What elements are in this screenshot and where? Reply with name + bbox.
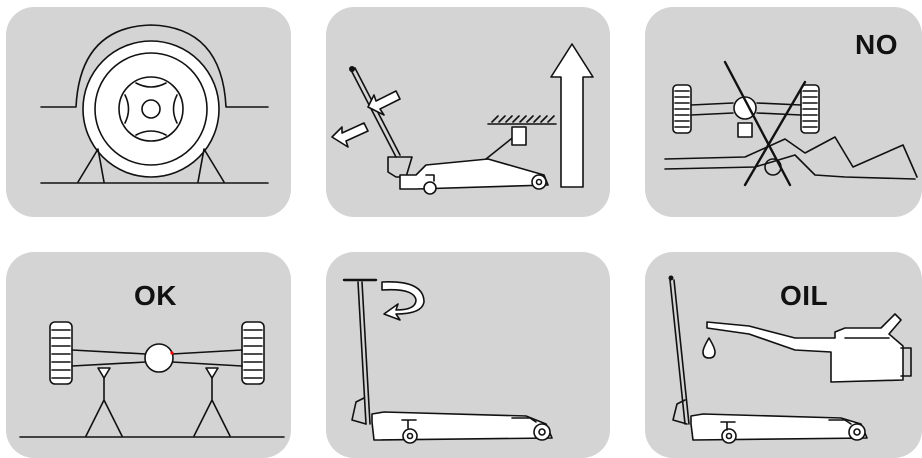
release-valve-illustration: [326, 252, 610, 458]
jack-lift-illustration: [326, 7, 610, 217]
panel-add-oil: OIL: [645, 252, 922, 458]
panel-jack-lift: [326, 7, 610, 217]
panel-no-under-jack: NO: [645, 7, 922, 217]
panel-wheel-chocks: [6, 7, 291, 217]
caption-oil: OIL: [780, 280, 828, 312]
panel-ok-axle-stands: OK: [6, 252, 291, 458]
caption-no: NO: [855, 29, 898, 61]
wheel-chock-illustration: [6, 7, 291, 217]
panel-release-valve: [326, 252, 610, 458]
caption-ok: OK: [134, 280, 177, 312]
